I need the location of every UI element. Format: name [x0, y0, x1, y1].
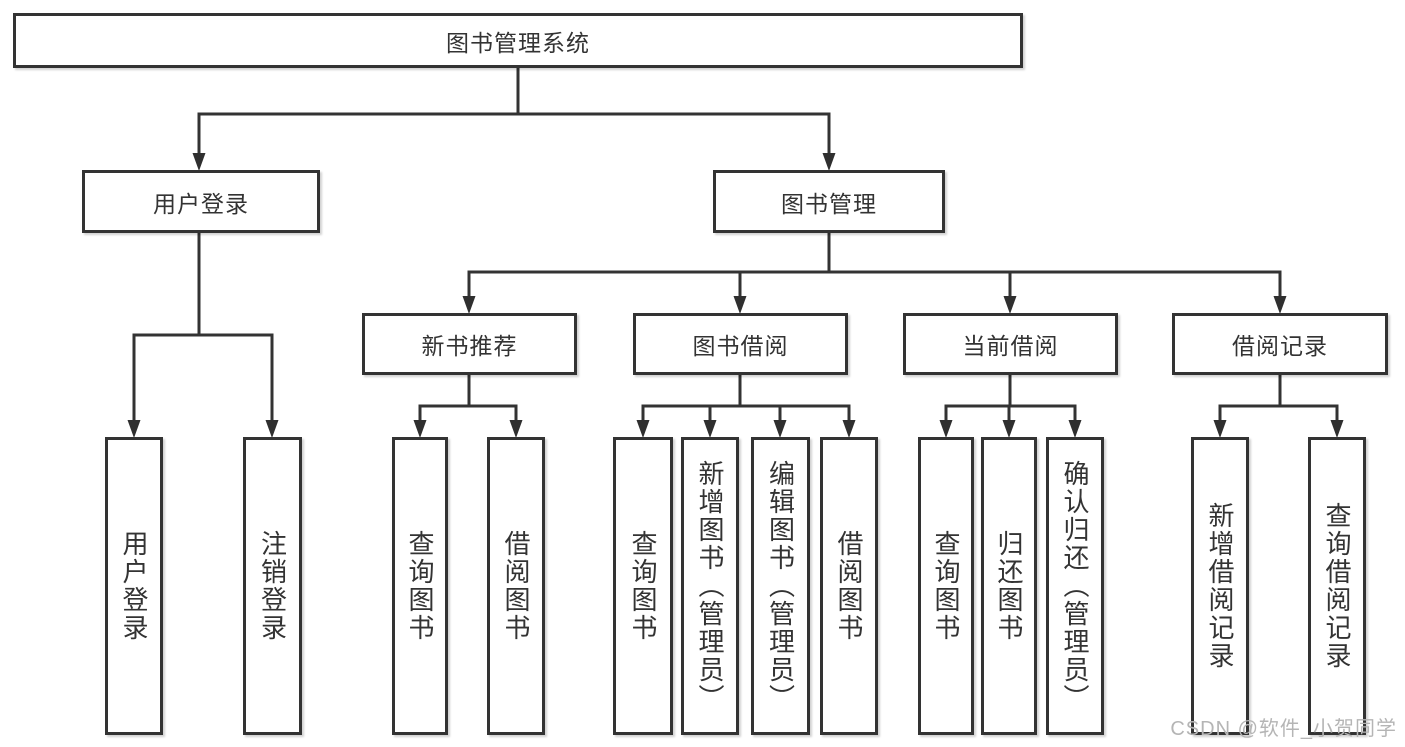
- node-leaf-bb-query-books: 查询图书: [613, 437, 673, 735]
- node-leaf-cb-confirm-return-admin: 确认归还（管理员）: [1046, 437, 1104, 735]
- node-borrow-records: 借阅记录: [1172, 313, 1388, 375]
- node-leaf-bb-edit-books-admin: 编辑图书（管理员）: [751, 437, 810, 735]
- node-user-login: 用户登录: [82, 170, 320, 233]
- node-book-borrow: 图书借阅: [633, 313, 848, 375]
- node-leaf-br-add-record: 新增借阅记录: [1191, 437, 1249, 735]
- node-leaf-user-login: 用户登录: [105, 437, 163, 735]
- node-leaf-br-query-record: 查询借阅记录: [1308, 437, 1366, 735]
- node-leaf-cb-query-books: 查询图书: [918, 437, 974, 735]
- node-leaf-rec-borrow-books: 借阅图书: [487, 437, 545, 735]
- arrowhead-icons: [127, 153, 1344, 438]
- node-new-book-recommend: 新书推荐: [362, 313, 577, 375]
- node-current-borrow: 当前借阅: [903, 313, 1118, 375]
- watermark: CSDN @软件_小贺同学: [1170, 718, 1397, 740]
- node-leaf-logout: 注销登录: [243, 437, 302, 735]
- node-leaf-bb-add-books-admin: 新增图书（管理员）: [681, 437, 739, 735]
- node-leaf-bb-borrow-books: 借阅图书: [820, 437, 878, 735]
- node-root: 图书管理系统: [13, 13, 1023, 68]
- node-leaf-cb-return-books: 归还图书: [981, 437, 1037, 735]
- node-book-management: 图书管理: [713, 170, 945, 233]
- node-leaf-rec-query-books: 查询图书: [392, 437, 448, 735]
